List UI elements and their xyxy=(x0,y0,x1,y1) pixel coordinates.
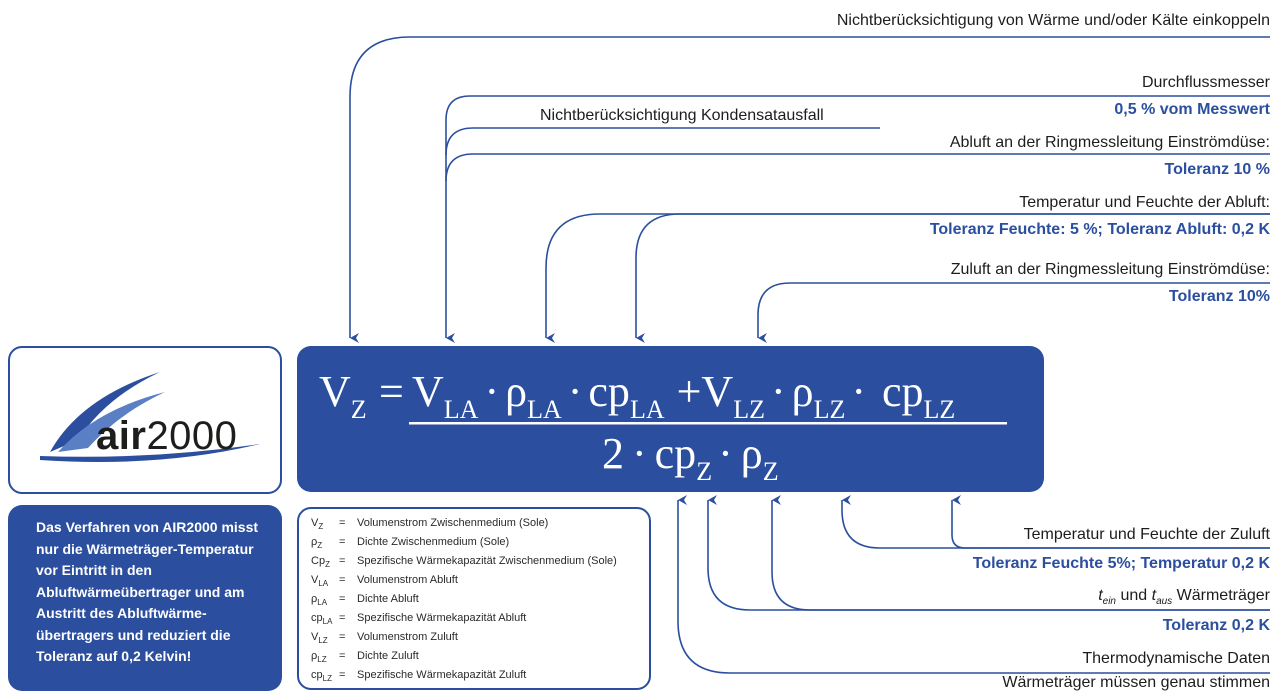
legend-item: cpLA=Spezifische Wärmekapazität Abluft xyxy=(311,612,527,627)
line-abluft xyxy=(445,153,1270,182)
label-waermetraeger-toleranz: Toleranz 0,2 K xyxy=(1162,617,1270,634)
legend-item: ρLZ=Dichte Zuluft xyxy=(311,650,419,665)
logo-text: air2000 xyxy=(96,414,238,458)
label-abluft-ring: Abluft an der Ringmessleitung Einströmdü… xyxy=(949,134,1270,151)
formula-denominator: 2·cpZ·ρZ xyxy=(602,429,779,486)
label-thermo: Thermodynamische Daten xyxy=(1082,650,1270,667)
line-waermetraeger-2 xyxy=(707,495,1270,611)
legend-item: ρLA=Dichte Abluft xyxy=(311,593,419,608)
formula-box: VZ = VLA·ρLA·cpLA+VLZ·ρLZ·cpLZ 2·cpZ·ρZ xyxy=(297,346,1044,492)
legend-item: VZ=Volumenstrom Zwischenmedium (Sole) xyxy=(311,517,549,532)
legend-item: VLZ=Volumenstrom Zuluft xyxy=(311,631,458,646)
line-durchfluss xyxy=(445,95,1270,343)
line-thermo xyxy=(677,495,1270,674)
label-durchfluss-toleranz: 0,5 % vom Messwert xyxy=(1114,101,1270,118)
formula-equals: = xyxy=(379,367,404,416)
line-temp-abluft-2 xyxy=(635,213,1270,343)
line-waerme-kaelte xyxy=(349,36,1270,343)
legend-item: VLA=Volumenstrom Abluft xyxy=(311,574,458,589)
line-kondensat xyxy=(445,127,880,156)
logo-box: air2000 xyxy=(8,346,282,494)
legend-item: cpLZ=Spezifische Wärmekapazität Zuluft xyxy=(311,669,527,684)
formula: VZ = VLA·ρLA·cpLA+VLZ·ρLZ·cpLZ 2·cpZ·ρZ xyxy=(319,367,1007,486)
label-kondensat: Nichtberücksichtigung Kondensatausfall xyxy=(540,107,824,124)
legend-box: VZ=Volumenstrom Zwischenmedium (Sole) ρZ… xyxy=(297,507,651,690)
label-temp-abluft: Temperatur und Feuchte der Abluft: xyxy=(1019,194,1270,211)
legend-item: ρZ=Dichte Zwischenmedium (Sole) xyxy=(311,536,510,551)
label-temp-abluft-toleranz: Toleranz Feuchte: 5 %; Toleranz Abluft: … xyxy=(929,221,1270,238)
legend-item: CpZ=Spezifische Wärmekapazität Zwischenm… xyxy=(311,555,617,570)
label-thermo-2: Wärmeträger müssen genau stimmen xyxy=(1002,674,1270,691)
fraction-bar xyxy=(409,422,1007,425)
label-temp-zuluft: Temperatur und Feuchte der Zuluft xyxy=(1023,526,1270,543)
line-zuluft xyxy=(757,282,1270,343)
formula-lhs: VZ xyxy=(319,367,367,424)
label-t-ein-aus: tein und taus Wärmeträger xyxy=(1098,587,1270,608)
label-durchflussmesser: Durchflussmesser xyxy=(1141,74,1270,91)
label-temp-zuluft-toleranz: Toleranz Feuchte 5%; Temperatur 0,2 K xyxy=(972,555,1270,572)
label-zuluft-ring: Zuluft an der Ringmessleitung Einströmdü… xyxy=(950,261,1270,278)
line-temp-zuluft-2 xyxy=(841,495,1270,549)
label-zuluft-toleranz: Toleranz 10% xyxy=(1168,288,1270,305)
label-waerme-kaelte: Nichtberücksichtigung von Wärme und/oder… xyxy=(836,12,1270,29)
label-abluft-toleranz: Toleranz 10 % xyxy=(1164,161,1270,178)
formula-numerator: VLA·ρLA·cpLA+VLZ·ρLZ·cpLZ xyxy=(412,367,955,424)
line-temp-abluft-1 xyxy=(545,213,1270,343)
info-box: Das Verfahren von AIR2000 misst nur die … xyxy=(8,505,282,691)
logo-swoosh-icon xyxy=(40,372,260,462)
